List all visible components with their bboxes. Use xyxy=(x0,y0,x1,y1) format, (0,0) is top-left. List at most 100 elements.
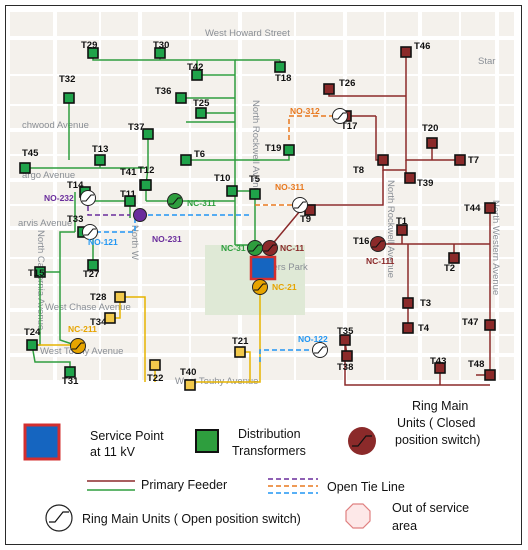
node-t1[interactable]: T1 xyxy=(396,216,408,236)
node-label: T25 xyxy=(193,98,210,109)
yellow-primary-feeder xyxy=(38,280,261,383)
node-t45[interactable]: T45 xyxy=(19,148,39,174)
node-t32[interactable]: T32 xyxy=(59,74,75,104)
node-t40[interactable]: T40 xyxy=(180,367,196,391)
node-t26[interactable]: T26 xyxy=(323,78,355,95)
node-t27[interactable]: T27 xyxy=(83,259,99,280)
node-t20[interactable]: T20 xyxy=(422,123,438,149)
switch-glyph xyxy=(72,342,84,350)
node-marker xyxy=(104,312,116,324)
node-t22[interactable]: T22 xyxy=(147,359,163,384)
node-t7[interactable]: T7 xyxy=(454,154,479,166)
rmu-nc-31[interactable]: NC-31 xyxy=(221,240,263,256)
node-t19[interactable]: T19 xyxy=(265,143,295,156)
street-north-rockwell: North Rockwell Avenue xyxy=(250,100,261,198)
rmu-nc-111[interactable]: NC-111 xyxy=(366,236,395,267)
node-marker xyxy=(454,154,466,166)
node-t38[interactable]: T38 xyxy=(337,350,353,373)
tie-no-121-line xyxy=(96,218,136,233)
rmu-label: NC-311 xyxy=(187,198,216,208)
node-label: T5 xyxy=(249,174,261,185)
node-marker xyxy=(283,144,295,156)
node-marker xyxy=(396,224,408,236)
node-t4[interactable]: T4 xyxy=(402,322,430,334)
node-marker xyxy=(124,195,136,207)
node-t28[interactable]: T28 xyxy=(90,291,126,303)
node-t10[interactable]: T10 xyxy=(214,173,238,197)
node-t48[interactable]: T48 xyxy=(468,359,496,381)
node-label: T19 xyxy=(265,143,281,154)
legend-out-of-service: Out of service area xyxy=(392,501,473,533)
legend-rmu-closed-line2: Units ( Closed xyxy=(397,416,476,430)
node-t35[interactable]: T35 xyxy=(337,326,354,346)
node-t31[interactable]: T31 xyxy=(62,366,79,387)
node-marker xyxy=(64,366,76,378)
rmu-no-312[interactable]: NO-312 xyxy=(290,106,348,124)
node-t8[interactable]: T8 xyxy=(353,154,389,176)
rmu-no-232[interactable]: NO-232 xyxy=(44,190,96,206)
node-label: T38 xyxy=(337,362,353,373)
rmu-label: NO-121 xyxy=(88,237,118,247)
node-t18[interactable]: T18 xyxy=(274,61,291,84)
node-t15[interactable]: T15 xyxy=(28,266,46,279)
switch-glyph xyxy=(314,346,326,354)
node-t30[interactable]: T30 xyxy=(153,40,169,59)
node-label: T40 xyxy=(180,367,196,378)
legend-rmu-closed-line1: Ring Main xyxy=(412,399,468,413)
street-chwood: chwood Avenue xyxy=(22,120,89,131)
street-west-howard: West Howard Street xyxy=(205,28,290,39)
rmu-nc-211[interactable]: NC-211 xyxy=(68,324,97,354)
legend-transformers: Distribution Transformers xyxy=(232,427,306,458)
node-t13[interactable]: T13 xyxy=(92,144,108,166)
node-label: T22 xyxy=(147,373,163,384)
node-marker xyxy=(184,379,196,391)
rmu-no-311[interactable]: NO-311 xyxy=(275,182,308,213)
node-marker xyxy=(94,154,106,166)
rmu-label: NC-211 xyxy=(68,324,97,334)
legend-rmu-closed: Ring Main Units ( Closed position switch… xyxy=(395,399,480,447)
node-t24[interactable]: T24 xyxy=(24,327,41,351)
rmu-nc-311[interactable]: NC-311 xyxy=(167,193,217,209)
minor-streets xyxy=(10,12,514,382)
node-t43[interactable]: T43 xyxy=(430,356,446,374)
node-t39[interactable]: T39 xyxy=(404,172,433,189)
rmu-nc-11[interactable]: NC-11 xyxy=(262,240,305,256)
node-t44[interactable]: T44 xyxy=(464,202,496,214)
rmu-nc-21[interactable]: NC-21 xyxy=(252,279,297,295)
rmu-no-231-circle[interactable] xyxy=(133,208,147,222)
node-t6[interactable]: T6 xyxy=(180,149,205,166)
node-label: T26 xyxy=(339,78,355,89)
node-t42[interactable]: T42 xyxy=(187,62,203,81)
node-t46[interactable]: T46 xyxy=(400,41,430,58)
rmu-no-122[interactable]: NO-122 xyxy=(298,334,328,358)
legend-rmu-open: Ring Main Units ( Open position switch) xyxy=(82,512,301,526)
node-t36[interactable]: T36 xyxy=(155,86,187,104)
node-t34[interactable]: T34 xyxy=(90,312,116,328)
node-t21[interactable]: T21 xyxy=(232,336,249,358)
node-t37[interactable]: T37 xyxy=(128,122,154,140)
node-t29[interactable]: T29 xyxy=(81,40,99,59)
node-label: T36 xyxy=(155,86,171,97)
node-marker xyxy=(175,92,187,104)
street-fargo: argo Avenue xyxy=(22,170,75,181)
node-t12[interactable]: T12 xyxy=(138,165,154,191)
node-marker xyxy=(226,185,238,197)
rmu-no-121[interactable]: NO-121 xyxy=(82,224,119,248)
node-marker xyxy=(249,188,261,200)
service-point[interactable] xyxy=(249,255,277,281)
legend-transformers-line1: Distribution xyxy=(238,427,301,441)
node-label: T8 xyxy=(353,165,364,176)
node-t47[interactable]: T47 xyxy=(462,317,496,331)
node-t5[interactable]: T5 xyxy=(249,174,261,200)
node-t3[interactable]: T3 xyxy=(402,297,431,309)
node-label: T29 xyxy=(81,40,97,51)
node-label: T12 xyxy=(138,165,154,176)
node-t25[interactable]: T25 xyxy=(193,98,210,119)
switch-glyph xyxy=(334,112,346,120)
tie-no-232-line xyxy=(87,198,130,216)
node-t2[interactable]: T2 xyxy=(444,252,460,274)
rmu-no-231[interactable]: NO-231 xyxy=(152,234,182,244)
node-t11[interactable]: T11 xyxy=(120,189,137,207)
legend-rmu-closed-switch-glyph xyxy=(352,435,372,447)
